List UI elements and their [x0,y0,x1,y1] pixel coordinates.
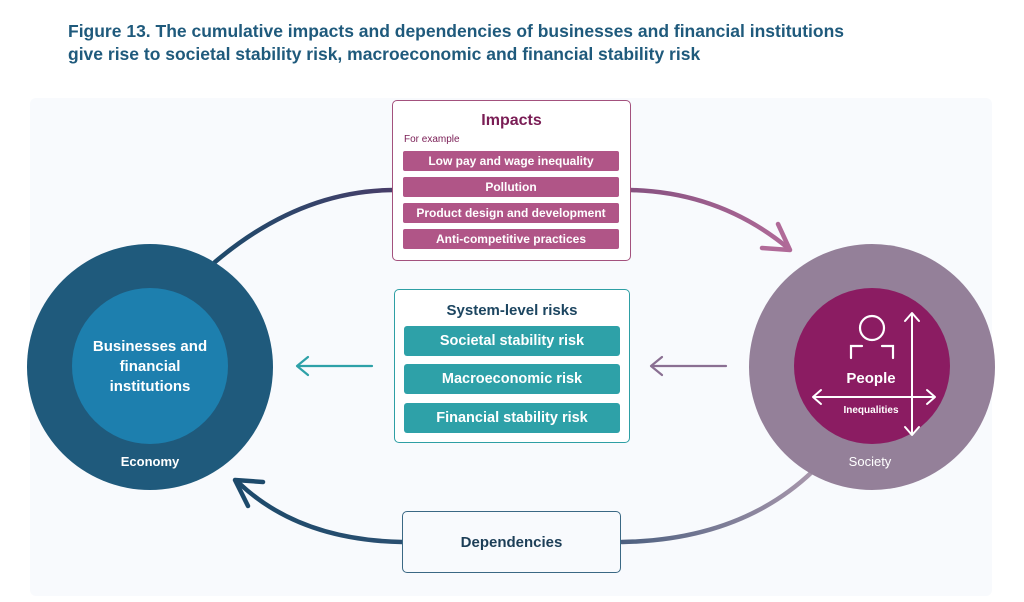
risk-item: Societal stability risk [404,326,620,356]
inequalities-label: Inequalities [843,405,899,416]
people-label: People [846,370,896,387]
risk-to-economy-arrow [295,355,374,377]
dependencies-flow-arc-left [237,481,405,545]
impacts-arrowhead [759,221,793,253]
impacts-flow-arc-right [627,187,791,251]
dependencies-box: Dependencies [402,511,621,573]
impact-item: Low pay and wage inequality [403,151,619,171]
impact-item: Pollution [403,177,619,197]
dependencies-arrowhead [232,477,266,509]
vertical-axis-arrow-icon [904,312,920,436]
system-risks-title: System-level risks [446,302,578,319]
impacts-subtitle: For example [404,134,460,145]
risk-item: Macroeconomic risk [404,364,620,394]
system-risks-box: System-level risks Societal stability ri… [394,289,630,443]
dependencies-flow-arc-right [619,469,815,545]
person-icon [849,314,895,360]
impacts-flow-arc [212,187,398,265]
impacts-box: Impacts For example Low pay and wage ine… [392,100,631,261]
dependencies-label: Dependencies [460,533,563,551]
society-label: Society [848,454,892,469]
title-line-2: give rise to societal stability risk, ma… [68,44,701,64]
society-inner-circle [794,288,950,444]
economy-label: Economy [120,454,180,469]
impacts-title: Impacts [481,112,542,129]
impact-item: Anti-competitive practices [403,229,619,249]
figure-title: Figure 13. The cumulative impacts and de… [68,20,968,66]
risk-item: Financial stability risk [404,403,620,433]
society-to-risk-arrow [649,355,728,377]
economy-inner-circle [72,288,228,444]
impact-item: Product design and development [403,203,619,223]
horizontal-axis-arrow-icon [812,389,936,405]
title-line-1: Figure 13. The cumulative impacts and de… [68,21,845,41]
businesses-label: Businesses and financial institutions [92,338,208,395]
